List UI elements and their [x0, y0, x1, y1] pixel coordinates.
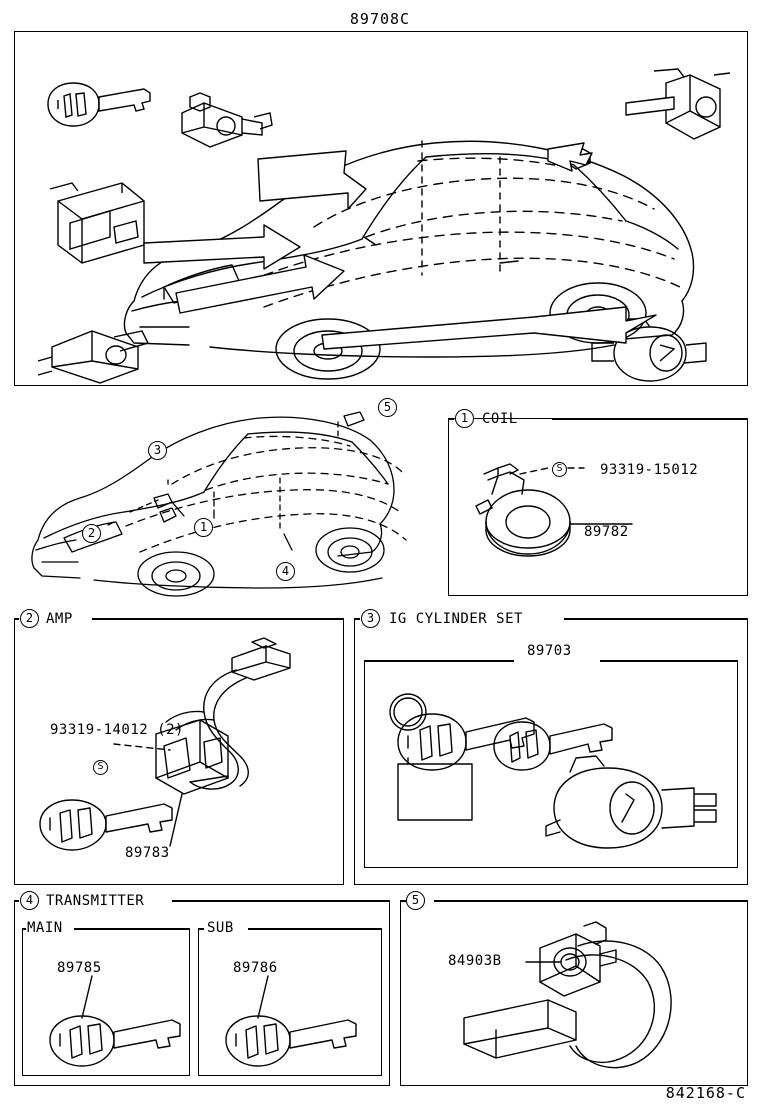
vehicle-callout-drawing: [31, 411, 407, 597]
panel-vehicle-overview: [14, 31, 748, 386]
section-4-badge: 4: [20, 891, 39, 910]
ig-inner-seg-left: [364, 660, 514, 662]
callout-2: 2: [82, 524, 101, 543]
panel-transmitter: [14, 900, 390, 1086]
screw-marker-coil: S: [552, 462, 567, 477]
panel-coil: [448, 418, 748, 596]
screw-marker-amp: S: [93, 760, 108, 775]
tx-header-seg-left: [14, 900, 19, 902]
sub-header-seg-right: [248, 928, 382, 930]
ig-header-seg-right: [564, 618, 748, 620]
part-number-amp-screw: 93319-14012 (2): [50, 722, 184, 738]
section-1-label: COIL: [482, 411, 518, 427]
panel-ig-cylinder-set: [354, 618, 748, 885]
section-5-badge: 5: [406, 891, 425, 910]
coil-drawing: [475, 463, 633, 557]
amp-header-seg-left: [14, 618, 19, 620]
panel-ig-cylinder-inner: [364, 660, 738, 868]
part-number-transmitter-sub: 89786: [233, 960, 278, 976]
vehicle-overview-drawing: [37, 68, 731, 384]
sub-header-seg-left: [198, 928, 204, 930]
coil-header-seg-right: [552, 418, 748, 420]
part-number-coil-screw: 93319-15012: [600, 462, 699, 478]
panel-amp: [14, 618, 344, 885]
section-1-badge: 1: [455, 409, 474, 428]
main-header-seg-right: [74, 928, 190, 930]
part-number-coil: 89782: [584, 524, 629, 540]
panel-key-ring: [400, 900, 748, 1086]
callout-1: 1: [194, 518, 213, 537]
part-number-transmitter-main: 89785: [57, 960, 102, 976]
callout-3: 3: [148, 441, 167, 460]
transmitter-sub-label: SUB: [207, 920, 234, 936]
section-2-label: AMP: [46, 611, 73, 627]
diagram-footer-code: 842168-C: [665, 1084, 746, 1102]
page-title: 89708C: [349, 10, 411, 28]
part-number-key-ring: 84903B: [448, 953, 502, 969]
ig-header-seg-left: [354, 618, 360, 620]
callout-5: 5: [378, 398, 397, 417]
transmitter-keys-drawing: [49, 975, 357, 1067]
section-3-label: IG CYLINDER SET: [389, 611, 523, 627]
coil-header-seg-left: [448, 418, 454, 420]
section-3-badge: 3: [361, 609, 380, 628]
tx-header-seg-right: [172, 900, 390, 902]
ig-inner-seg-right: [600, 660, 738, 662]
callout-4: 4: [276, 562, 295, 581]
panel-transmitter-sub: [198, 928, 382, 1076]
amp-header-seg-right: [92, 618, 344, 620]
key-ring-drawing: [463, 921, 672, 1069]
part-number-amp: 89783: [125, 845, 170, 861]
kr-header-seg-right: [434, 900, 748, 902]
main-header-seg-left: [22, 928, 26, 930]
kr-header-seg-left: [400, 900, 406, 902]
section-4-label: TRANSMITTER: [46, 893, 145, 909]
panel-transmitter-main: [22, 928, 190, 1076]
ig-cylinder-drawing: [389, 693, 717, 849]
amp-drawing: [39, 637, 291, 851]
section-2-badge: 2: [20, 609, 39, 628]
part-number-ig-cylinder-set: 89703: [527, 643, 572, 659]
transmitter-main-label: MAIN: [27, 920, 63, 936]
